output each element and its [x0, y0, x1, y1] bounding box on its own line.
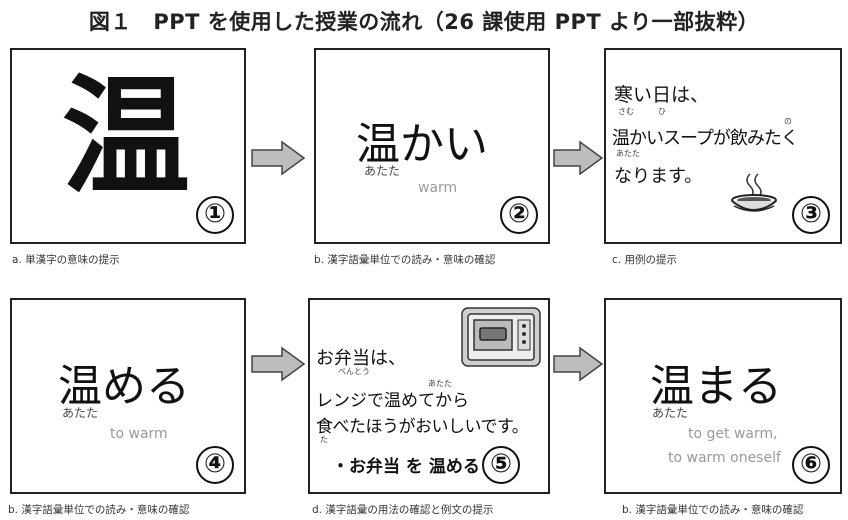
slide-3-line2: 温かいスープが飲みたく: [612, 128, 799, 149]
slide-5-ruby2: あたた: [428, 379, 452, 388]
slide-6: 温まる あたた to get warm, to warm oneself ⑥: [604, 298, 842, 494]
slide-4: 温める あたた to warm ④: [10, 298, 246, 494]
slide-6-english-1: to get warm,: [688, 426, 778, 442]
slide-4-number: ④: [196, 446, 234, 484]
caption-slide-5: d. 漢字語彙の用法の確認と例文の提示: [312, 504, 494, 516]
slide-2: 温かい あたた warm ②: [314, 48, 550, 244]
caption-slide-6: b. 漢字語彙単位での読み・意味の確認: [622, 504, 804, 516]
slide-3: 寒い日は、 さむ ひ の 温かいスープが飲みたく あたた なります。 ③: [604, 48, 842, 244]
slide-4-english: to warm: [110, 426, 168, 442]
figure-title: 図１ PPT を使用した授業の流れ（26 課使用 PPT より一部抜粋）: [88, 10, 760, 34]
slide-4-word: 温める: [58, 361, 190, 412]
caption-slide-3: c. 用例の提示: [612, 254, 677, 266]
microwave-icon: [461, 307, 541, 367]
slide-3-number: ③: [792, 196, 830, 234]
slide-3-ruby1b: ひ: [658, 107, 666, 116]
arrow-2-to-3: [553, 140, 604, 176]
slide-5-number: ⑤: [482, 446, 520, 484]
slide-5-line3: 食べたほうがおいしいです。: [316, 417, 529, 437]
slide-6-english-2: to warm oneself: [668, 450, 781, 466]
slide-5-ruby1: べんとう: [338, 367, 370, 376]
slide-5: お弁当は、 べんとう あたた レンジで温めてから 食べたほうがおいしいです。 た…: [308, 298, 550, 494]
slide-2-word: 温かい: [356, 119, 488, 170]
slide-6-word: 温まる: [650, 361, 782, 412]
slide-4-reading: あたた: [62, 406, 99, 420]
slide-3-ruby2b: の: [784, 117, 792, 126]
soup-bowl-icon: [731, 173, 777, 212]
slide-1-kanji: 温: [62, 63, 191, 212]
slide-2-reading: あたた: [364, 164, 401, 178]
arrow-1-to-2: [251, 140, 306, 176]
slide-5-ruby3: た: [320, 435, 328, 444]
caption-slide-4: b. 漢字語彙単位での読み・意味の確認: [8, 504, 190, 516]
slide-3-ruby1a: さむ: [618, 107, 634, 116]
slide-1: 温 ①: [10, 48, 246, 244]
slide-6-reading: あたた: [652, 406, 689, 420]
slide-6-number: ⑥: [792, 446, 830, 484]
slide-5-line1: お弁当は、: [316, 348, 406, 369]
slide-3-line3: なります。: [614, 166, 703, 187]
slide-5-line4: ・お弁当 を 温める: [332, 457, 480, 477]
caption-slide-2: b. 漢字語彙単位での読み・意味の確認: [314, 254, 496, 266]
slide-3-ruby2a: あたた: [616, 149, 640, 158]
arrow-5-to-6: [553, 346, 604, 382]
slide-5-line2: レンジで温めてから: [316, 391, 469, 411]
slide-2-english: warm: [418, 180, 458, 196]
caption-slide-1: a. 単漢字の意味の提示: [12, 254, 120, 266]
arrow-4-to-5: [251, 346, 306, 382]
slide-3-line1: 寒い日は、: [614, 84, 710, 106]
slide-2-number: ②: [500, 196, 538, 234]
slide-1-number: ①: [196, 196, 234, 234]
